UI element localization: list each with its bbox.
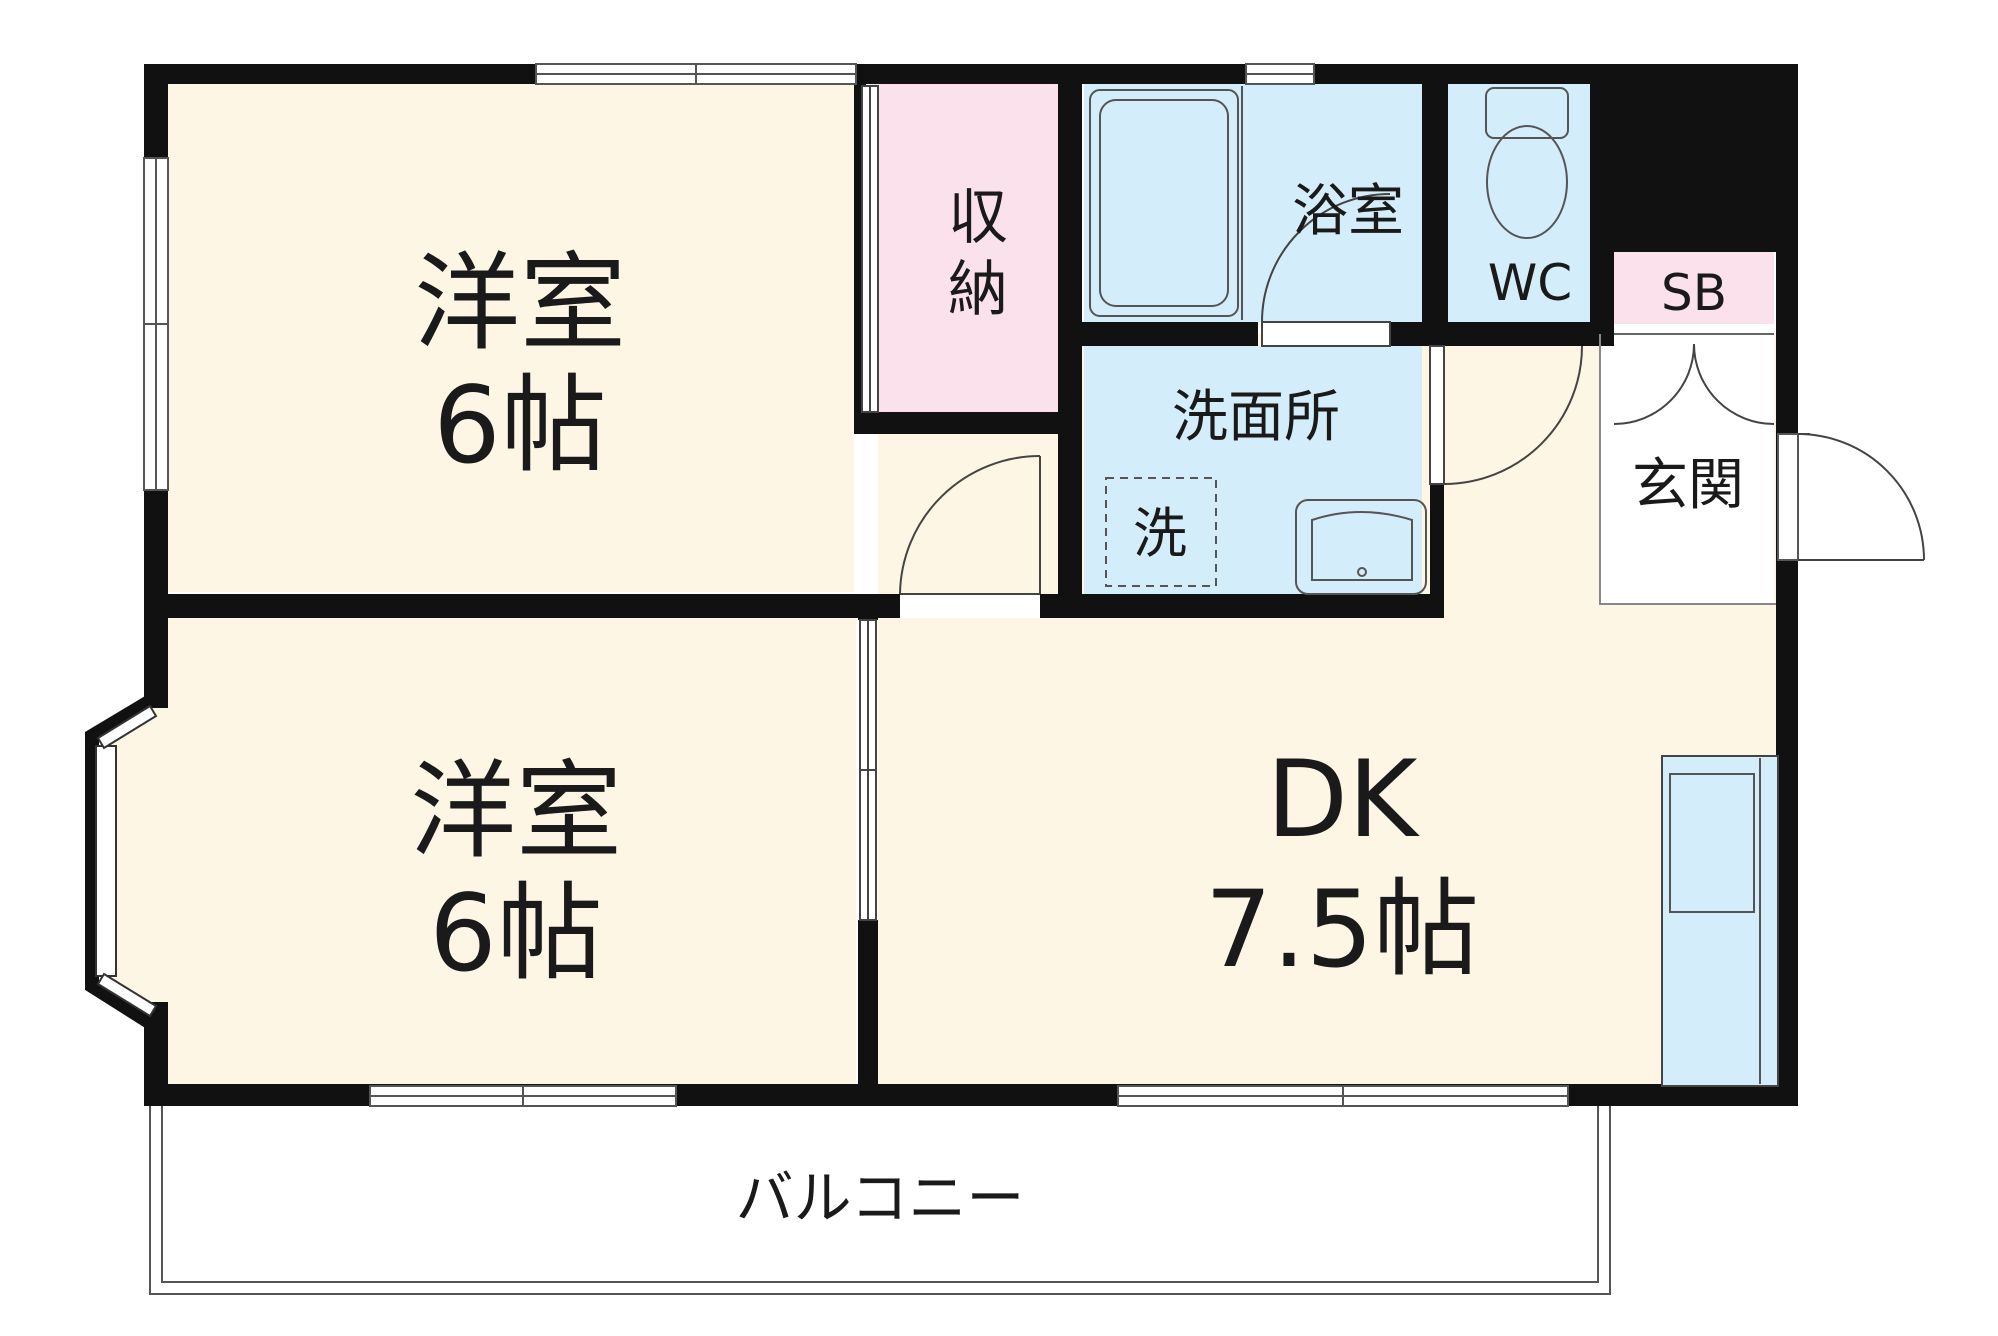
door-bath-opening[interactable] — [1261, 321, 1391, 347]
room2-size: 6帖 — [429, 872, 602, 995]
bathroom-label: 浴室 — [1292, 179, 1404, 244]
entrance-door-swing — [1797, 433, 1925, 561]
balcony-label: バルコニー — [736, 1164, 1025, 1232]
door-room1-swing — [899, 455, 1041, 595]
balcony — [149, 1106, 1611, 1295]
entrance-step — [1599, 334, 1776, 605]
shoe-box-door-right — [1693, 343, 1775, 425]
western-room-1-floor — [158, 80, 854, 592]
storage-floor — [870, 80, 1058, 412]
dk-name: DK — [1266, 738, 1420, 861]
wall-mid-horizontal-right — [1040, 594, 1444, 618]
door-room1-opening[interactable] — [900, 594, 1040, 618]
wall-storage-bottom — [854, 412, 1072, 434]
room1-size: 6帖 — [433, 364, 606, 487]
wall-bath-bottom — [1058, 322, 1258, 346]
storage-label-bottom: 納 — [948, 255, 1008, 325]
shoe-box-door-left — [1613, 343, 1695, 425]
door-wash-opening[interactable] — [1429, 345, 1445, 485]
shoe-box-label: SB — [1661, 264, 1727, 322]
doors — [859, 85, 1925, 921]
bathroom-floor — [1084, 80, 1422, 322]
kitchen-counter — [1661, 755, 1779, 1087]
bathtub — [1089, 89, 1239, 317]
bay-window — [85, 693, 158, 1030]
entrance-label: 玄関 — [1632, 453, 1744, 518]
washer-label: 洗 — [1133, 502, 1187, 565]
kitchen-sink — [1669, 773, 1755, 913]
wall-right — [1776, 64, 1798, 1106]
bay-window-outer — [85, 693, 156, 1030]
washbasin — [1295, 499, 1427, 595]
storage-label-top: 収 — [948, 183, 1008, 253]
washroom-floor — [1084, 346, 1422, 598]
door-entrance-gap — [1777, 433, 1799, 561]
wall-bath-toilet — [1422, 64, 1448, 346]
windows — [143, 63, 1799, 1107]
fixtures — [1089, 86, 1779, 1087]
door-wash-swing — [1443, 345, 1583, 485]
wall-room2-dk — [858, 594, 878, 620]
toilet-label: WC — [1488, 254, 1572, 312]
washer-space — [1105, 477, 1217, 587]
floor-fills — [100, 80, 1796, 1084]
wall-toilet-bottom — [1448, 322, 1614, 346]
labels: 洋室 6帖 洋室 6帖 DK 7.5帖 収 納 浴室 WC SB 洗面所 洗 玄… — [410, 179, 1744, 1232]
wall-toilet-right — [1590, 64, 1614, 346]
hall-floor — [1440, 334, 1600, 614]
dk-size: 7.5帖 — [1205, 868, 1480, 991]
shoe-box-floor — [1614, 252, 1774, 324]
toilet-bowl — [1486, 125, 1568, 239]
room1-name: 洋室 — [414, 242, 626, 365]
wall-top — [144, 64, 1792, 84]
toilet-floor — [1448, 80, 1590, 322]
balcony-rail-outer — [149, 1106, 1611, 1295]
wall-top-corner-block — [1612, 64, 1792, 252]
room2-name: 洋室 — [410, 750, 622, 873]
balcony-rail-inner — [161, 1106, 1599, 1283]
wall-mid-horizontal — [144, 594, 900, 618]
toilet-tank — [1485, 87, 1569, 139]
door-bath-swing — [1261, 193, 1391, 323]
washroom-label: 洗面所 — [1172, 385, 1340, 450]
bay-window-glass — [95, 745, 117, 977]
western-room-2-floor — [158, 614, 856, 1084]
wall-room2-dk-lower — [858, 920, 878, 1106]
